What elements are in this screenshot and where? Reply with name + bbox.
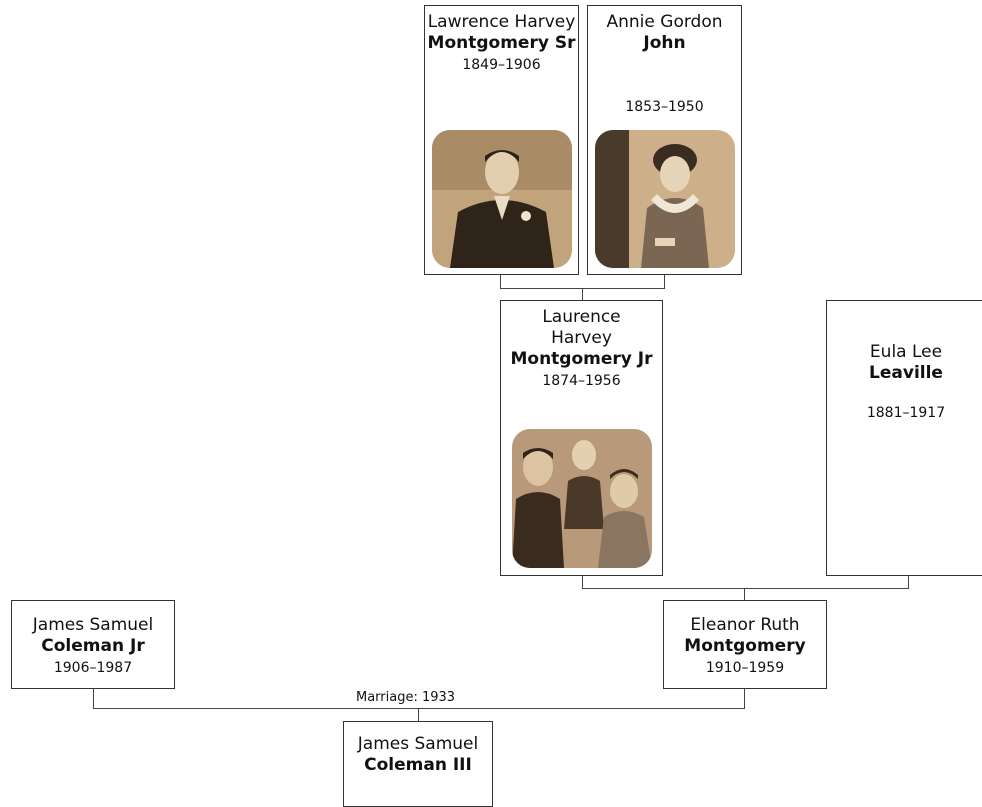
life-dates: 1910–1959 [705, 660, 785, 676]
connector-gen1-left [500, 274, 501, 288]
person-card-eula[interactable]: Eula Lee Leaville 1881–1917 [826, 300, 982, 576]
surname: Coleman Jr [41, 636, 145, 656]
connector-gen2-left [582, 575, 583, 588]
given-name: Laurence Harvey [542, 307, 621, 348]
connector-gen2-horizontal [582, 588, 909, 589]
given-name: Eleanor Ruth [690, 615, 800, 635]
life-dates: 1906–1987 [53, 660, 133, 676]
portrait-photo [595, 130, 735, 268]
surname: Montgomery [684, 636, 806, 656]
connector-gen2-down [744, 588, 745, 600]
portrait-photo [432, 130, 572, 268]
connector-gen1-down [582, 288, 583, 300]
connector-marriage-right [744, 689, 745, 708]
life-dates: 1874–1956 [542, 373, 621, 389]
person-card-james-jr[interactable]: James Samuel Coleman Jr 1906–1987 [11, 600, 175, 689]
given-name: Annie Gordon [606, 12, 723, 32]
given-name: Eula Lee [869, 342, 943, 362]
given-name: James Samuel [357, 734, 479, 754]
person-card-laurence-jr[interactable]: Laurence Harvey Montgomery Jr 1874–1956 [500, 300, 663, 576]
connector-marriage-horizontal [93, 708, 745, 709]
surname: Leaville [869, 363, 943, 383]
surname: Coleman III [364, 755, 472, 775]
given-name: James Samuel [32, 615, 154, 635]
surname: Montgomery Jr [510, 349, 653, 369]
surname: John [643, 33, 686, 53]
connector-gen2-right [908, 575, 909, 588]
life-dates: 1853–1950 [625, 99, 704, 115]
person-card-lawrence-sr[interactable]: Lawrence Harvey Montgomery Sr 1849–1906 [424, 5, 579, 275]
person-card-eleanor[interactable]: Eleanor Ruth Montgomery 1910–1959 [663, 600, 827, 689]
person-card-james-iii[interactable]: James Samuel Coleman III [343, 721, 493, 807]
person-card-annie[interactable]: Annie Gordon John 1853–1950 [587, 5, 742, 275]
marriage-label: Marriage: 1933 [353, 690, 459, 706]
life-dates: 1849–1906 [462, 57, 541, 73]
connector-gen1-right [664, 274, 665, 288]
portrait-photo [512, 429, 652, 568]
given-name: Lawrence Harvey [427, 12, 576, 32]
connector-marriage-left [93, 689, 94, 708]
connector-marriage-down [418, 708, 419, 721]
life-dates: 1881–1917 [866, 405, 946, 421]
surname: Montgomery Sr [427, 33, 576, 53]
